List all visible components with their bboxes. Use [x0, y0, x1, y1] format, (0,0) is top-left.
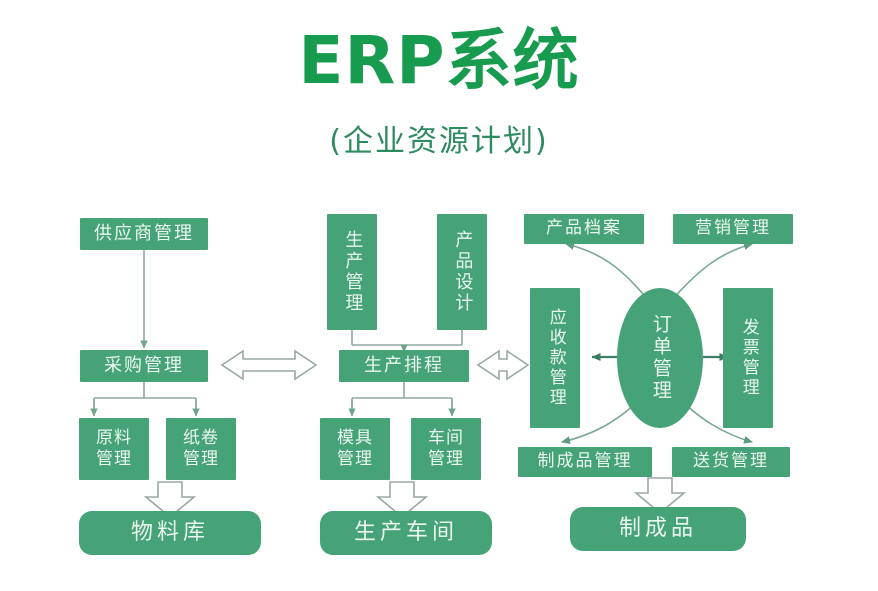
node-finished-goods-mgmt[interactable]: 制成品管理: [518, 447, 652, 477]
node-procurement-mgmt[interactable]: 采购管理: [80, 350, 208, 382]
node-raw-material-mgmt[interactable]: 原料 管理: [79, 418, 149, 480]
node-delivery-mgmt[interactable]: 送货管理: [672, 447, 790, 477]
node-workshop-mgmt[interactable]: 车间 管理: [411, 418, 481, 480]
page-subtitle: (企业资源计划): [329, 124, 549, 159]
node-workshop-line1: 车间: [428, 427, 464, 448]
link-production-design-merge: [351, 330, 463, 352]
node-mold-line1: 模具: [337, 427, 373, 448]
node-paper-roll-line1: 纸卷: [183, 427, 219, 448]
node-product-design[interactable]: 产品设计: [437, 214, 487, 330]
node-product-archive[interactable]: 产品档案: [524, 214, 644, 244]
node-production-mgmt[interactable]: 生产管理: [327, 214, 377, 330]
node-raw-material-line1: 原料: [96, 427, 132, 448]
node-paper-roll-line2: 管理: [183, 449, 219, 469]
node-marketing-mgmt[interactable]: 营销管理: [673, 214, 793, 244]
node-receivables-mgmt[interactable]: 应收款管理: [530, 288, 580, 428]
node-mold-line2: 管理: [337, 449, 373, 469]
hollow-double-arrow-right: [476, 349, 530, 381]
node-order-mgmt[interactable]: 订单管理: [617, 288, 703, 428]
node-production-scheduling[interactable]: 生产排程: [339, 350, 469, 382]
node-finished-products[interactable]: 制成品: [570, 507, 746, 551]
node-raw-material-line2: 管理: [96, 449, 132, 469]
node-material-warehouse[interactable]: 物料库: [79, 511, 261, 555]
node-production-workshop[interactable]: 生产车间: [320, 511, 492, 555]
node-invoice-mgmt[interactable]: 发票管理: [723, 288, 773, 428]
page-title: ERP系统: [298, 22, 580, 99]
node-mold-mgmt[interactable]: 模具 管理: [320, 418, 390, 480]
node-workshop-line2: 管理: [428, 449, 464, 469]
hollow-double-arrow-left: [220, 349, 318, 381]
link-scheduling-fork: [351, 382, 453, 414]
node-paper-roll-mgmt[interactable]: 纸卷 管理: [166, 418, 236, 480]
node-supplier-mgmt[interactable]: 供应商管理: [80, 218, 208, 250]
link-procurement-fork: [93, 382, 197, 414]
